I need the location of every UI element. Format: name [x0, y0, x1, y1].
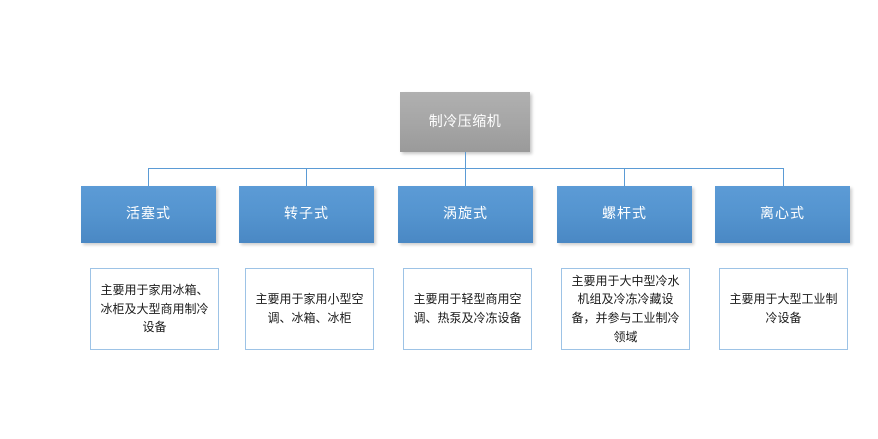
category-node-1[interactable]: 活塞式 — [81, 186, 216, 243]
description-box-2-text: 主要用于家用小型空调、冰箱、冰柜 — [255, 292, 364, 325]
category-node-5-label: 离心式 — [760, 206, 805, 223]
description-box-1: 主要用于家用冰箱、冰柜及大型商用制冷设备 — [90, 268, 219, 350]
connector-drop-5 — [783, 168, 784, 186]
category-node-4[interactable]: 螺杆式 — [557, 186, 692, 243]
connector-drop-1 — [148, 168, 149, 186]
root-node-refrigeration-compressor[interactable]: 制冷压缩机 — [400, 92, 530, 152]
description-box-5: 主要用于大型工业制冷设备 — [719, 268, 848, 350]
connector-drop-3 — [465, 168, 466, 186]
category-node-5[interactable]: 离心式 — [715, 186, 850, 243]
category-node-3[interactable]: 涡旋式 — [398, 186, 533, 243]
root-node-label: 制冷压缩机 — [428, 113, 502, 130]
description-box-4-text: 主要用于大中型冷水机组及冷冻冷藏设备，并参与工业制冷领域 — [571, 273, 680, 344]
category-node-4-label: 螺杆式 — [602, 206, 647, 223]
connector-drop-2 — [306, 168, 307, 186]
description-box-3: 主要用于轻型商用空调、热泵及冷冻设备 — [403, 268, 532, 350]
category-node-3-label: 涡旋式 — [443, 206, 488, 223]
connector-drop-4 — [624, 168, 625, 186]
description-box-2: 主要用于家用小型空调、冰箱、冰柜 — [245, 268, 374, 350]
category-node-2-label: 转子式 — [284, 206, 329, 223]
category-node-1-label: 活塞式 — [126, 206, 171, 223]
description-box-4: 主要用于大中型冷水机组及冷冻冷藏设备，并参与工业制冷领域 — [561, 268, 690, 350]
description-box-3-text: 主要用于轻型商用空调、热泵及冷冻设备 — [413, 292, 522, 325]
description-box-5-text: 主要用于大型工业制冷设备 — [729, 292, 838, 325]
connector-root-stem — [465, 152, 466, 169]
description-box-1-text: 主要用于家用冰箱、冰柜及大型商用制冷设备 — [100, 283, 209, 335]
category-node-2[interactable]: 转子式 — [239, 186, 374, 243]
